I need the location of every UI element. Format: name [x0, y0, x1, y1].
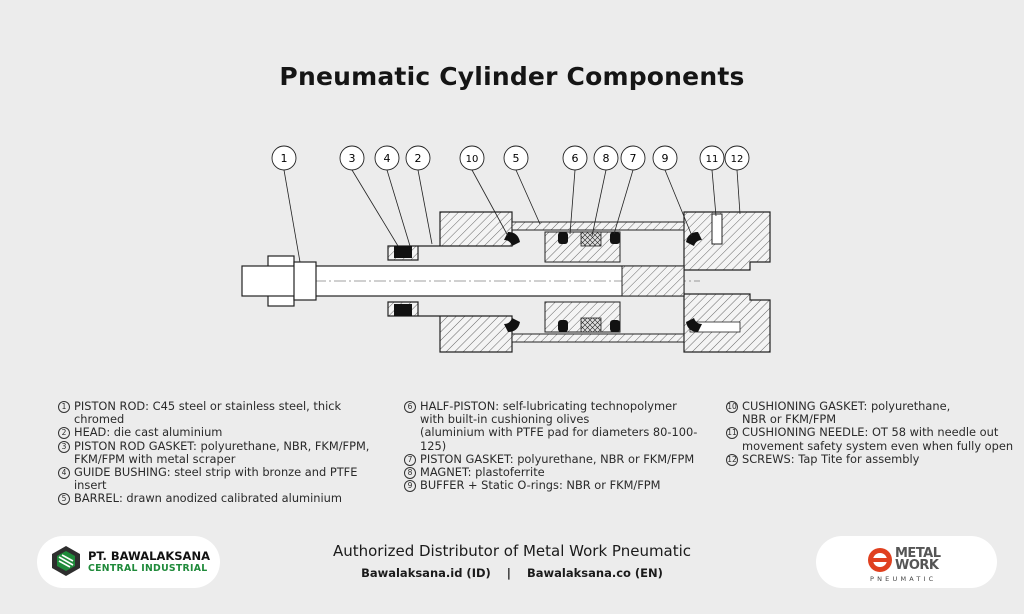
barrel-bottom	[511, 333, 685, 343]
callout-4-text: 4	[384, 152, 391, 165]
callout-8-text: 8	[603, 152, 610, 165]
callout-3-text: 3	[349, 152, 356, 165]
page-title: Pneumatic Cylinder Components	[279, 62, 745, 91]
callout-1	[271, 145, 297, 171]
barrel-top	[511, 221, 685, 231]
callout-labels: 1 3 4 2 10 5 6 8 7 9 11 12	[271, 145, 750, 171]
callout-6	[562, 145, 588, 171]
metalwork-logo-pill	[816, 536, 997, 588]
callout-9-text: 9	[662, 152, 669, 165]
callout-2	[405, 145, 431, 171]
footer-links: Bawalaksana.id (ID) | Bawalaksana.co (EN…	[0, 566, 1024, 580]
piston-gasket-right	[610, 232, 620, 244]
rod-gasket	[394, 246, 412, 258]
bawalaksana-logo-icon	[52, 546, 80, 576]
callout-1-text: 1	[281, 152, 288, 165]
callout-5	[503, 145, 529, 171]
footer-tagline: Authorized Distributor of Metal Work Pne…	[332, 542, 692, 560]
metalwork-subtitle: PNEUMATIC	[870, 575, 937, 583]
bawalaksana-subtitle: CENTRAL INDUSTRIAL	[88, 563, 208, 574]
callout-4	[374, 145, 400, 171]
callout-3	[339, 145, 365, 171]
cylinder-diagram: 1 3 4 2 10 5 6 8 7 9 11 12	[241, 145, 771, 353]
magnet-lower	[580, 317, 602, 333]
bawalaksana-name: PT. BAWALAKSANA	[88, 549, 210, 563]
callout-12	[724, 145, 750, 171]
link-en[interactable]: Bawalaksana.co (EN)	[527, 566, 663, 580]
piston-gasket-left	[558, 232, 568, 244]
callout-5-text: 5	[513, 152, 520, 165]
metalwork-logo-icon	[868, 548, 892, 572]
callout-8	[593, 145, 619, 171]
magnet	[580, 231, 602, 247]
callout-11-text: 11	[706, 154, 719, 165]
metalwork-line2: WORK	[895, 558, 939, 573]
callout-12-text: 12	[731, 154, 744, 165]
callout-2-text: 2	[415, 152, 422, 165]
cushion-gasket-right	[686, 232, 702, 246]
callout-10-text: 10	[466, 154, 479, 165]
cushioning-needle	[711, 213, 723, 245]
callout-11	[699, 145, 725, 171]
callout-7-text: 7	[630, 152, 637, 165]
callout-10	[459, 145, 485, 171]
callout-7	[620, 145, 646, 171]
metalwork-line1: METAL	[895, 546, 941, 561]
callout-9	[652, 145, 678, 171]
metalwork-wordmark: METAL WORK	[895, 546, 941, 573]
link-separator: |	[506, 566, 511, 580]
callout-6-text: 6	[572, 152, 579, 165]
link-id[interactable]: Bawalaksana.id (ID)	[361, 566, 491, 580]
